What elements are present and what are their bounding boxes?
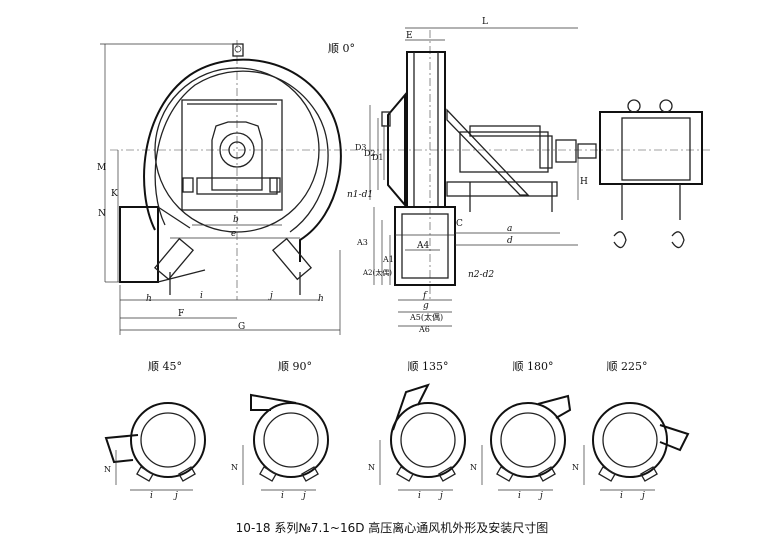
dim-A6: A6 <box>418 325 430 334</box>
small-view-135: 顺 135° N i j <box>368 360 466 501</box>
small-view-135-N: N <box>368 463 375 472</box>
dim-A4: A4 <box>416 241 429 251</box>
dim-D2: D2 <box>364 149 376 158</box>
dim-d: d <box>507 236 513 246</box>
dim-g: g <box>423 301 429 311</box>
dim-f: f <box>422 291 428 301</box>
dim-a: a <box>507 224 512 234</box>
dim-A5: A5(太偶) <box>409 312 443 322</box>
figure-caption: 10-18 系列№7.1~16D 高压离心通风机外形及安装尺寸图 <box>235 521 549 535</box>
small-view-180-N: N <box>470 463 477 472</box>
small-view-225-i: i <box>620 491 623 501</box>
small-view-180-j: j <box>538 491 543 501</box>
small-view-135-i: i <box>418 491 421 501</box>
dim-N: N <box>98 209 106 219</box>
dim-e: e <box>231 229 236 239</box>
rotation-label-main: 顺 0° <box>328 42 355 55</box>
dim-M: M <box>97 163 106 173</box>
small-view-45-N: N <box>104 465 111 474</box>
small-view-45-i: i <box>150 491 153 501</box>
dim-h-left: h <box>146 294 152 304</box>
dim-H: H <box>580 177 588 187</box>
dim-D3: D3 <box>355 143 367 152</box>
dim-b: b <box>233 215 239 225</box>
small-view-90-label: 顺 90° <box>278 360 312 373</box>
small-view-45-label: 顺 45° <box>148 360 182 373</box>
dim-C: C <box>456 219 463 229</box>
dim-h-right: h <box>318 294 324 304</box>
small-view-90-j: j <box>301 491 306 501</box>
small-view-225-j: j <box>640 491 645 501</box>
small-view-180-i: i <box>518 491 521 501</box>
dim-n2-d2: n2-d2 <box>468 270 494 280</box>
side-view: E L D3 D2 D1 n1-d1 A3 A2(太偶) A1 A4 C a d… <box>347 17 710 334</box>
small-view-225: 顺 225° N i j <box>572 360 690 501</box>
dim-E: E <box>406 31 413 41</box>
dim-i: i <box>200 291 203 301</box>
small-view-225-N: N <box>572 463 579 472</box>
main-front-view: 顺 0° M K N h i j h F G b e <box>97 40 355 335</box>
dim-j: j <box>268 291 273 301</box>
small-view-225-label: 顺 225° <box>607 360 648 373</box>
dim-D1: D1 <box>372 153 384 162</box>
dim-A2: A2(太偶) <box>362 268 392 277</box>
small-view-45-j: j <box>173 491 178 501</box>
dim-n1-d1: n1-d1 <box>347 190 373 200</box>
small-view-90-i: i <box>281 491 284 501</box>
small-view-180-label: 顺 180° <box>513 360 554 373</box>
dim-K: K <box>111 189 118 199</box>
dim-A3: A3 <box>356 238 368 247</box>
dim-L: L <box>482 17 488 27</box>
small-view-135-j: j <box>438 491 443 501</box>
dim-A1: A1 <box>382 255 394 264</box>
dim-G: G <box>238 322 245 332</box>
dim-F: F <box>178 309 184 319</box>
small-view-90: 顺 90° N i j <box>231 360 329 501</box>
small-view-45: 顺 45° N i j <box>104 360 206 501</box>
small-view-90-N: N <box>231 463 238 472</box>
small-view-135-label: 顺 135° <box>408 360 449 373</box>
small-view-180: 顺 180° N i j <box>470 360 572 501</box>
